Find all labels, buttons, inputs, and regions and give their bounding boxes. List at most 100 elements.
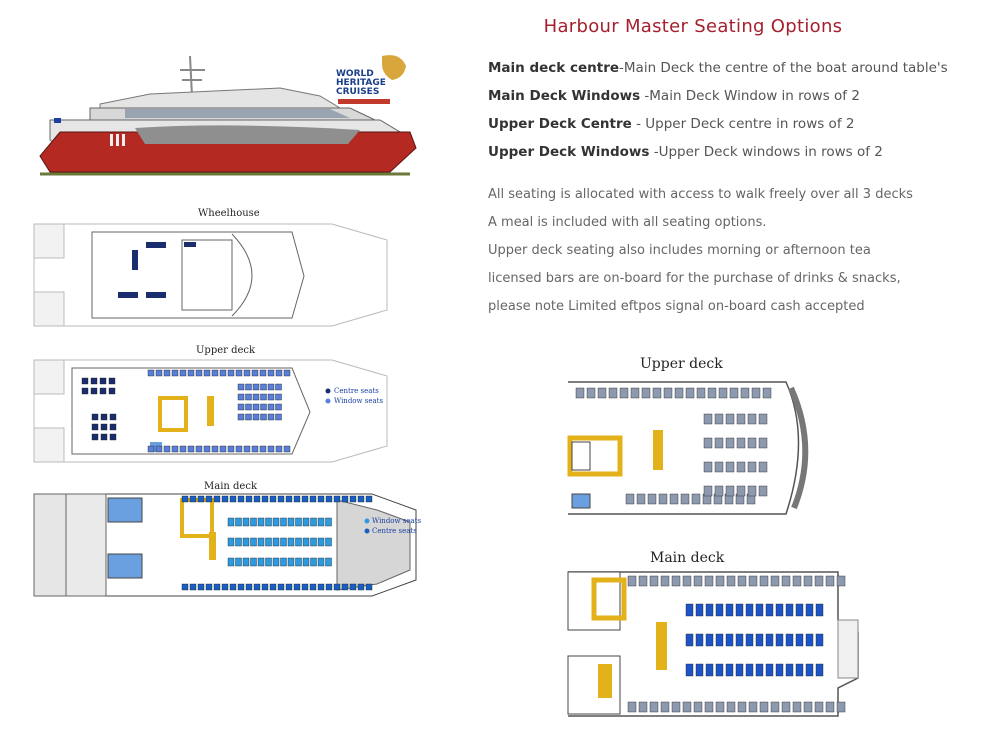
centre-seat — [705, 603, 714, 617]
centre-seat — [252, 403, 260, 411]
centre-seat — [235, 537, 242, 547]
centre-seat — [725, 603, 734, 617]
centre-seat — [765, 603, 774, 617]
window-seat — [349, 583, 357, 591]
centre-seat — [715, 633, 724, 647]
window-seat — [269, 495, 277, 503]
centre-seat — [310, 517, 317, 527]
window-seat — [759, 575, 769, 587]
window-seat — [163, 445, 171, 453]
centre-seat — [714, 461, 724, 473]
window-seat — [197, 495, 205, 503]
centre-seat — [257, 517, 265, 527]
upper-deck-large-plan — [567, 381, 809, 515]
main-deck-large-plan — [567, 571, 859, 717]
centre-seat — [755, 603, 764, 617]
wheelhouse-caption: Wheelhouse — [198, 208, 260, 219]
centre-seat — [758, 461, 768, 473]
window-seat — [619, 387, 629, 399]
window-seat — [636, 493, 646, 505]
window-seat — [691, 493, 701, 505]
centre-seat — [815, 603, 824, 617]
centre-seat — [703, 461, 713, 473]
window-seat — [189, 583, 197, 591]
centre-seat — [685, 633, 694, 647]
centre-seat — [272, 557, 280, 567]
note-allocation: All seating is allocated with access to … — [488, 187, 913, 202]
centre-seat — [775, 663, 784, 677]
window-seat — [317, 495, 325, 503]
window-seat — [219, 369, 227, 377]
world-heritage-cruises-logo: WORLD HERITAGE CRUISES — [332, 52, 412, 110]
window-seat — [203, 369, 211, 377]
centre-seat — [108, 377, 116, 385]
window-seat — [267, 369, 275, 377]
centre-seat — [90, 387, 98, 395]
window-seat — [748, 701, 758, 713]
centre-seat — [267, 383, 275, 391]
window-seat — [203, 445, 211, 453]
centre-seat — [755, 663, 764, 677]
window-seat — [213, 583, 221, 591]
centre-seat — [272, 517, 280, 527]
window-seat — [365, 583, 373, 591]
centre-seat — [736, 413, 746, 425]
centre-seat — [735, 663, 744, 677]
centre-seat — [747, 485, 757, 497]
centre-seat — [237, 393, 245, 401]
window-seat — [693, 701, 703, 713]
main-deck-large-caption: Main deck — [650, 550, 725, 566]
window-seat — [781, 701, 791, 713]
window-seat — [737, 575, 747, 587]
centre-seat — [785, 633, 794, 647]
window-seat — [715, 575, 725, 587]
window-seat — [740, 387, 750, 399]
centre-seat — [280, 537, 287, 547]
window-seat — [627, 701, 637, 713]
window-seat — [641, 387, 651, 399]
centre-seat — [237, 403, 245, 411]
centre-seat — [109, 423, 117, 431]
centre-seat — [725, 485, 735, 497]
window-seat — [171, 445, 179, 453]
note-meal: A meal is included with all seating opti… — [488, 215, 767, 230]
window-seat — [341, 495, 349, 503]
upper-deck-small-caption: Upper deck — [196, 345, 256, 356]
window-seat — [660, 575, 670, 587]
window-seat — [825, 575, 835, 587]
option-desc: -Upper Deck windows in rows of 2 — [649, 144, 883, 160]
window-seat — [638, 701, 648, 713]
centre-seat — [714, 485, 724, 497]
centre-seat — [257, 557, 265, 567]
centre-seat — [775, 633, 784, 647]
window-seat — [155, 369, 163, 377]
centre-seat — [287, 557, 295, 567]
centre-seat — [725, 663, 734, 677]
centre-seat — [302, 537, 310, 547]
window-seat — [309, 495, 317, 503]
window-seat — [189, 495, 197, 503]
centre-seat — [81, 387, 89, 395]
window-seat — [649, 575, 659, 587]
centre-seat — [736, 437, 746, 449]
centre-seat — [245, 413, 252, 421]
centre-seat — [765, 663, 774, 677]
centre-seat — [317, 537, 325, 547]
main-legend-centre: Centre seats — [372, 527, 417, 535]
window-seat — [187, 445, 195, 453]
centre-seat — [317, 557, 325, 567]
centre-seat — [695, 603, 704, 617]
window-seat — [211, 445, 219, 453]
window-seat — [726, 575, 736, 587]
upper-legend-window: Window seats — [334, 397, 384, 405]
option-name: Upper Deck Centre — [488, 116, 632, 132]
window-seat — [814, 575, 824, 587]
window-seat — [283, 369, 291, 377]
centre-seat — [715, 663, 724, 677]
window-seat — [671, 575, 681, 587]
window-seat — [652, 387, 662, 399]
window-seat — [715, 701, 725, 713]
centre-seat — [260, 393, 267, 401]
centre-seat — [747, 437, 757, 449]
centre-seat — [785, 663, 794, 677]
